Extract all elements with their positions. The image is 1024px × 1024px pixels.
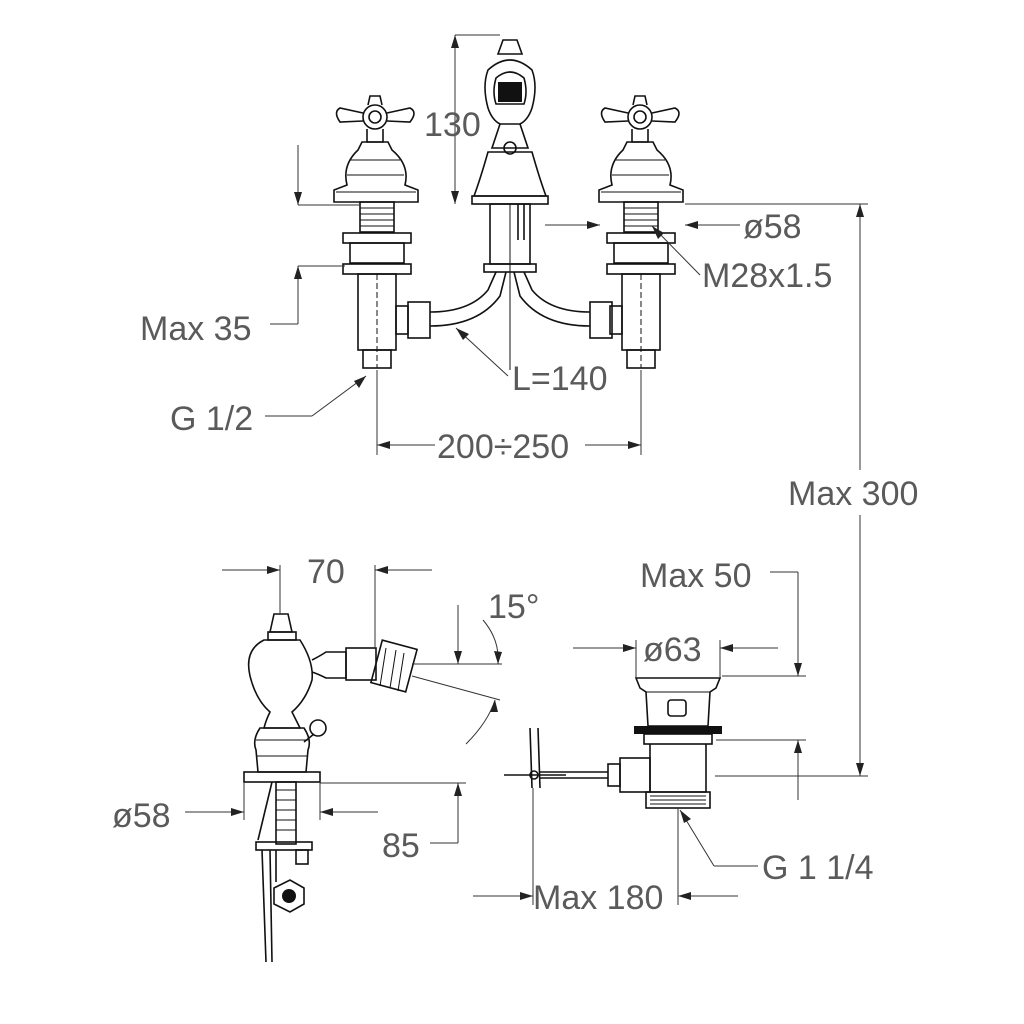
dim-diameter-58-side: ø58 [112,797,171,835]
top-view-mixer [333,39,684,370]
dim-15-degrees: 15° [488,588,539,626]
dim-max-35: Max 35 [140,310,252,348]
dim-200-250: 200÷250 [437,428,569,466]
dim-70: 70 [307,553,345,591]
dim-m28: M28x1.5 [702,257,832,295]
dim-max-180: Max 180 [533,879,663,917]
dim-g-half: G 1/2 [170,400,253,438]
waste-assembly [504,677,722,809]
dim-max-50: Max 50 [640,557,752,595]
dim-l-140: L=140 [512,360,608,398]
dim-max-300: Max 300 [788,475,918,513]
dim-g-1-1-4: G 1 1/4 [762,849,874,887]
side-view-spout [243,613,419,963]
dim-130: 130 [424,106,481,144]
dim-diameter-58-top: ø58 [743,208,802,246]
top-view-dimensions: 130 Max 35 ø58 M28x1.5 L=140 G 1/2 [140,34,918,777]
left-valve [333,95,419,369]
flexible-hoses [407,271,613,370]
side-view-dimensions: 70 15° ø58 85 [112,553,539,865]
dim-diameter-63: ø63 [643,631,702,669]
dim-85: 85 [382,827,420,865]
waste-dimensions: Max 50 ø63 G 1 1/4 Max 180 [473,557,874,917]
right-valve [598,95,684,369]
